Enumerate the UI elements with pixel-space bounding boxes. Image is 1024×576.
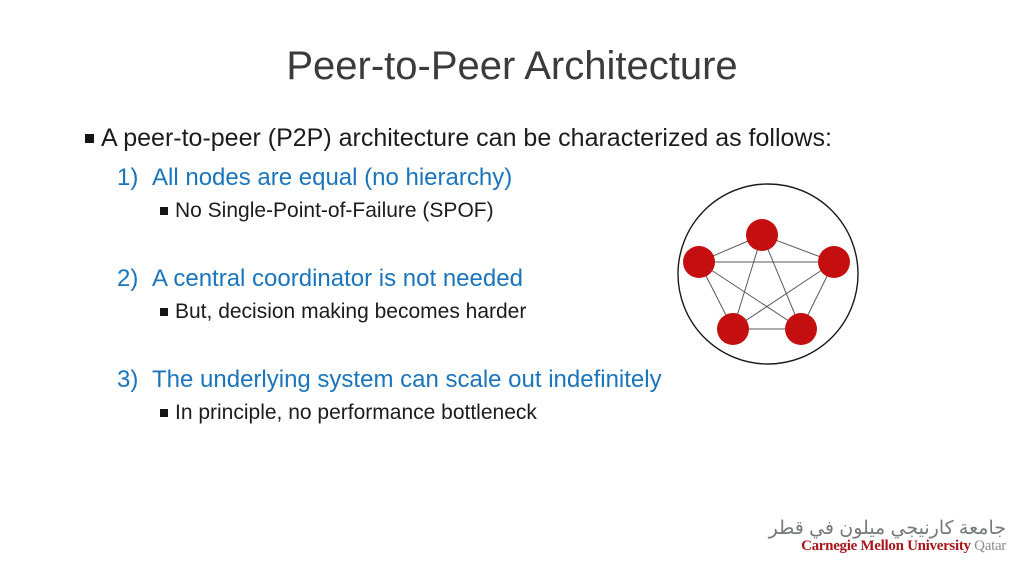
slide-title: Peer-to-Peer Architecture [286,44,738,88]
sub-bullet-text: In principle, no performance bottleneck [175,401,537,424]
main-bullet-row: A peer-to-peer (P2P) architecture can be… [85,124,832,153]
sub-bullet-3: In principle, no performance bottleneck [160,401,537,425]
peer-node [717,313,749,345]
sub-bullet-2: But, decision making becomes harder [160,300,526,324]
cmu-wordmark-text: Carnegie Mellon University [801,537,971,554]
peer-node [818,246,850,278]
qatar-wordmark-text: Qatar [970,537,1006,554]
cmu-qatar-english-wordmark: Carnegie Mellon University Qatar [769,537,1006,555]
square-bullet-icon [160,409,168,417]
network-diagram-svg [677,183,859,365]
p2p-network-diagram [668,174,868,374]
peer-node [746,219,778,251]
sub-bullet-1: No Single-Point-of-Failure (SPOF) [160,199,494,223]
item-number: 3) [117,366,139,393]
peer-node [683,246,715,278]
sub-bullet-text: But, decision making becomes harder [175,300,527,323]
numbered-item-3: 3) The underlying system can scale out i… [117,366,662,394]
cmu-qatar-arabic-wordmark: جامعة كارنيجي ميلون في قطر [768,518,1006,539]
item-text: A central coordinator is not needed [152,265,523,292]
square-bullet-icon [85,134,94,143]
peer-node [785,313,817,345]
item-number: 1) [117,164,139,191]
numbered-item-2: 2) A central coordinator is not needed [117,265,523,293]
square-bullet-icon [160,308,168,316]
main-bullet-text: A peer-to-peer (P2P) architecture can be… [101,124,832,152]
item-text: All nodes are equal (no hierarchy) [152,164,513,191]
numbered-item-1: 1) All nodes are equal (no hierarchy) [117,164,512,192]
item-text: The underlying system can scale out inde… [152,366,662,393]
cmu-qatar-logo: جامعة كارنيجي ميلون في قطر Carnegie Mell… [768,518,1007,555]
square-bullet-icon [160,207,168,215]
item-number: 2) [117,265,139,292]
sub-bullet-text: No Single-Point-of-Failure (SPOF) [175,199,494,222]
